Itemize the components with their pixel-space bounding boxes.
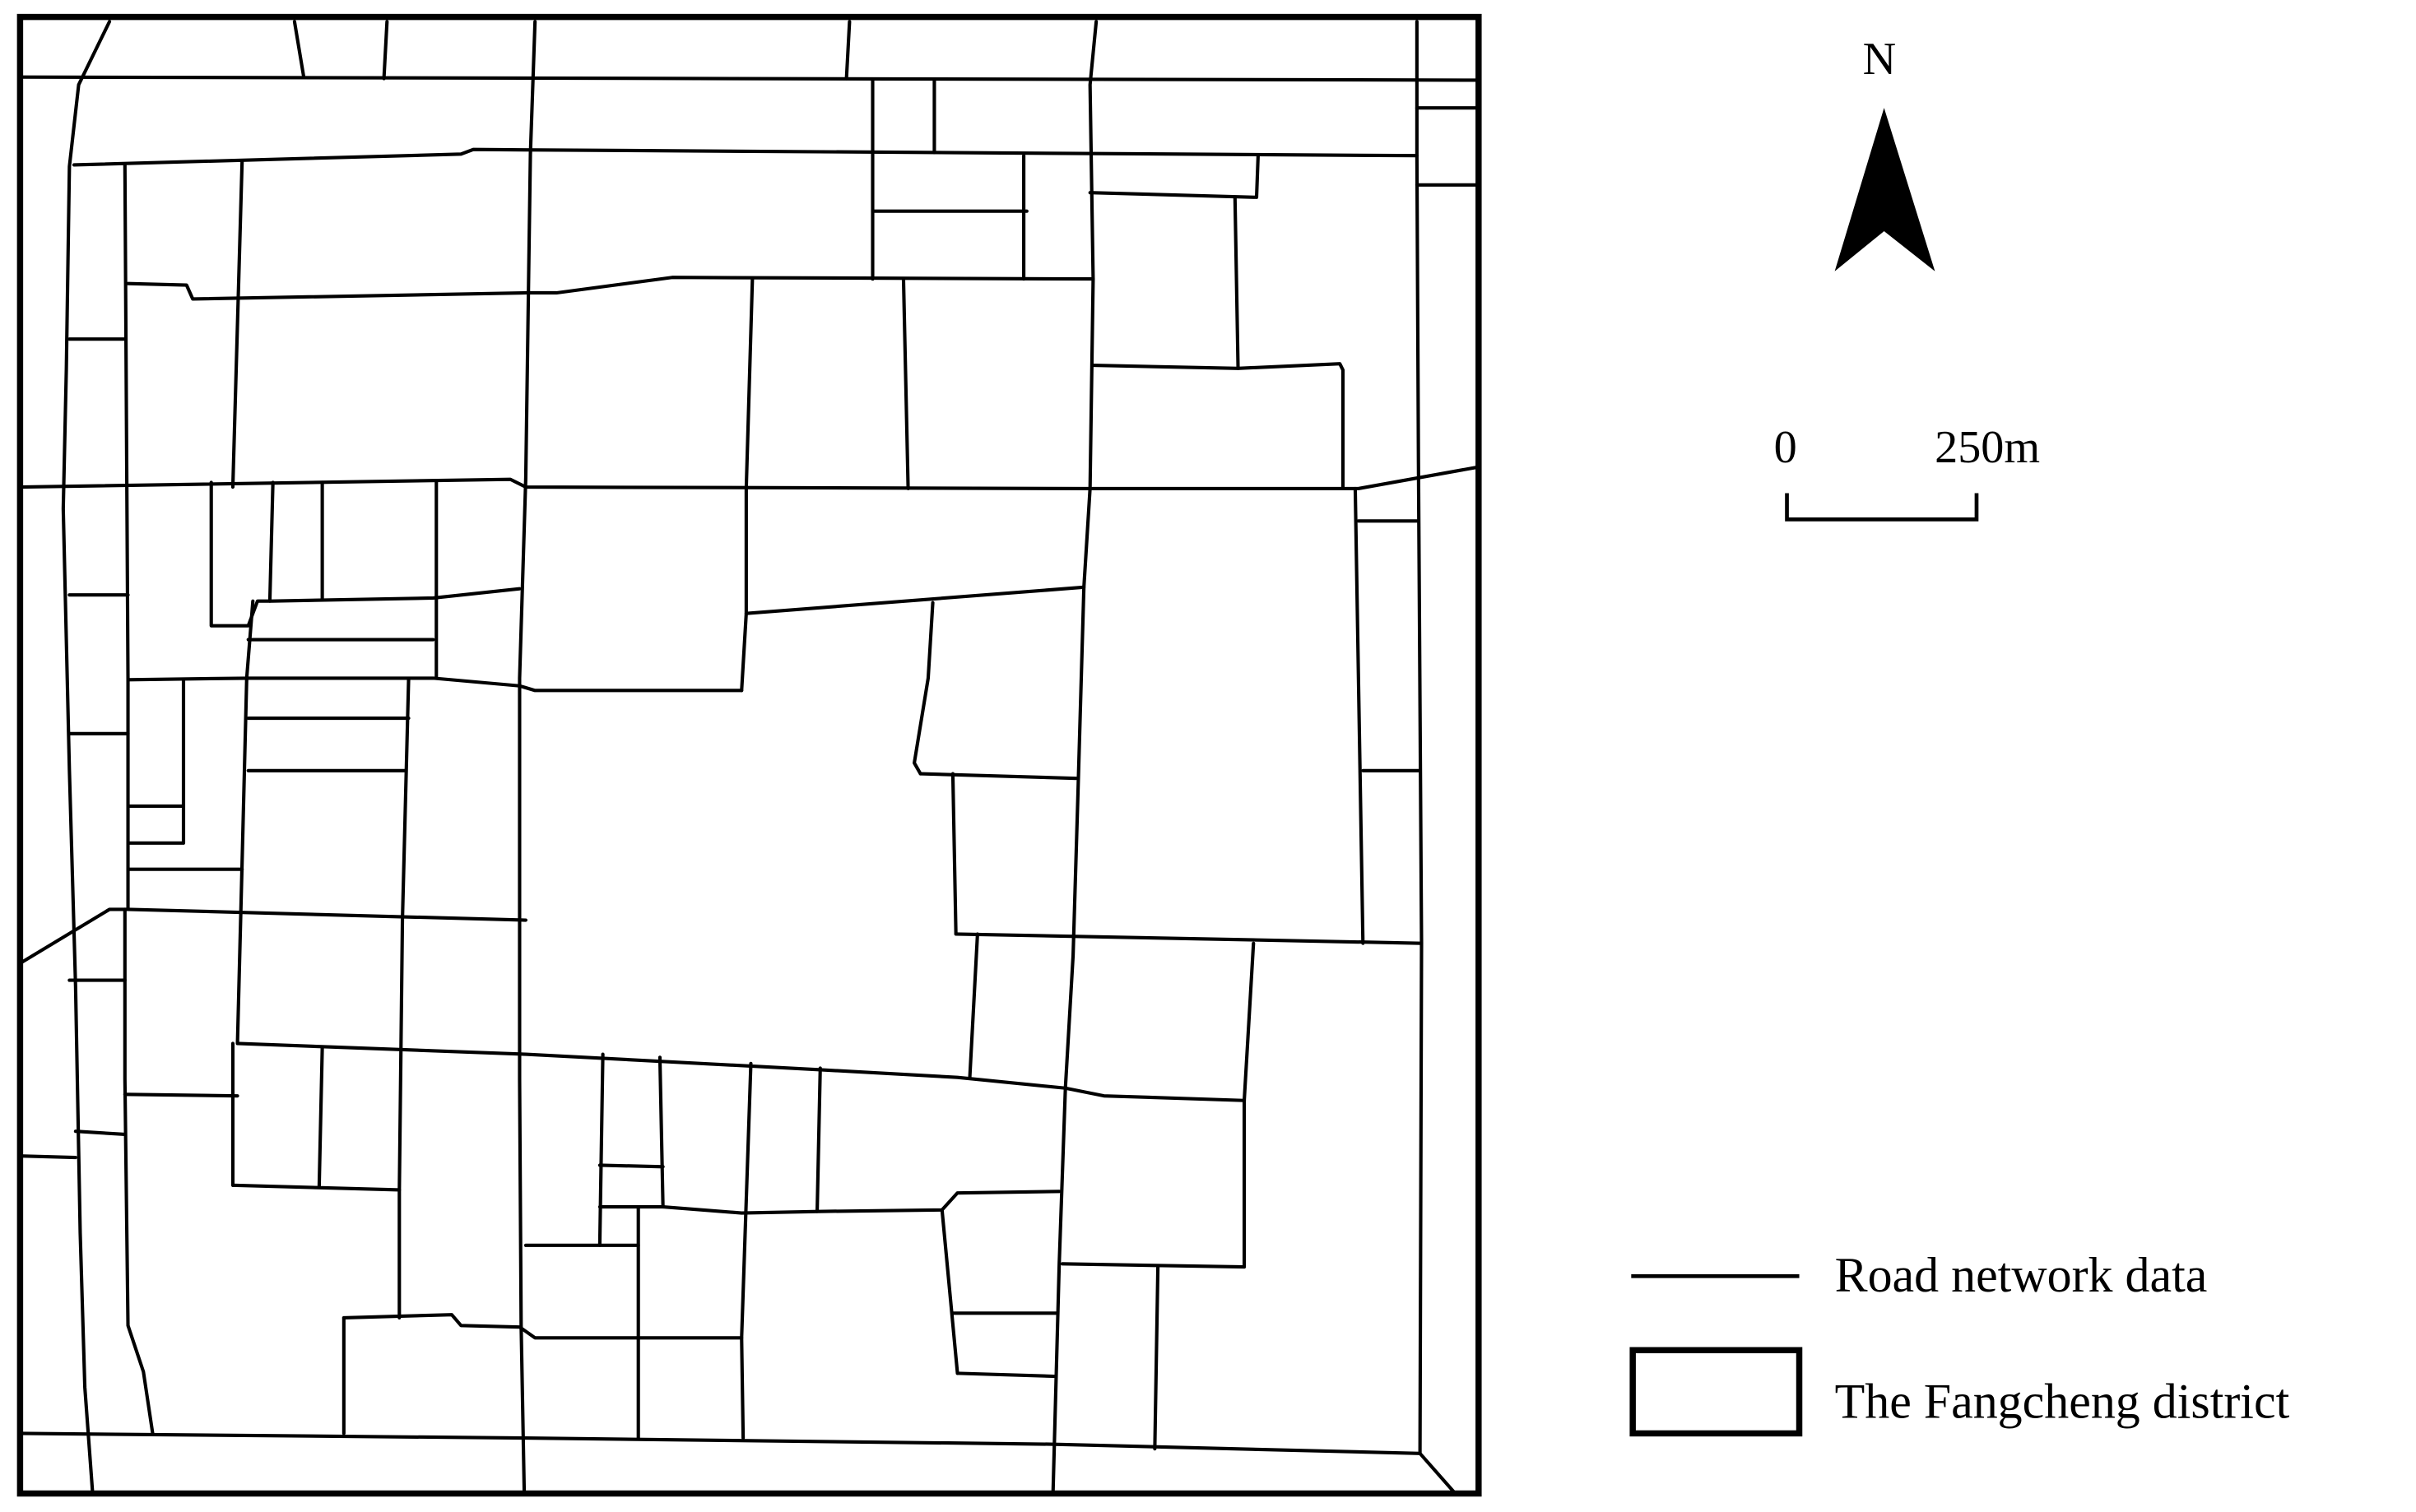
road-segment [950, 772, 958, 936]
road-segment [18, 1154, 77, 1160]
north-arrow[interactable]: N [1834, 34, 1935, 271]
road-segment [657, 1055, 665, 1209]
north-arrow-icon [1834, 108, 1935, 271]
road-segment [292, 20, 306, 79]
road-segment [18, 1431, 1422, 1455]
road-segment [918, 772, 1078, 781]
road-segment [123, 1092, 239, 1098]
road-segment [341, 1313, 744, 1340]
road-segment [126, 678, 186, 845]
legend-road-label: Road network data [1835, 1248, 2208, 1302]
road-segment [913, 601, 935, 776]
road-segment [901, 277, 910, 490]
legend-district-symbol [1629, 1347, 1803, 1437]
road-segment [1415, 20, 1456, 1494]
road-segment [815, 1066, 822, 1213]
fangcheng-district-boundary [16, 13, 1482, 1497]
road-segment [267, 480, 275, 603]
road-segment [18, 75, 1480, 82]
road-segment [1060, 1262, 1247, 1269]
road-segment [72, 147, 1419, 167]
road-segment [1242, 941, 1256, 1269]
road-segment [235, 599, 255, 1046]
road-segment [597, 1052, 605, 1247]
road-segment [73, 1129, 127, 1137]
legend: Road network data The Fangcheng district [1629, 1248, 2290, 1437]
road-segment [1091, 362, 1345, 490]
road-segment [844, 20, 852, 81]
road-segment [126, 276, 1095, 301]
legend-district-label: The Fangcheng district [1835, 1375, 2290, 1429]
road-segment [954, 932, 1424, 945]
road-segment [1353, 486, 1365, 945]
road-segment [1153, 1265, 1160, 1451]
road-segment [968, 932, 979, 1079]
scale-bar: 0 250m [1774, 422, 2040, 522]
road-segment [123, 907, 155, 1435]
road-segment [740, 277, 755, 693]
scale-bar-line [1785, 493, 1979, 522]
road-segment [518, 20, 537, 1494]
road-segment [230, 1183, 402, 1192]
road-segment [940, 1208, 959, 1375]
road-segment [397, 678, 411, 1320]
scale-zero-label: 0 [1774, 422, 1797, 473]
road-segment [18, 907, 527, 966]
road-segment [126, 676, 744, 693]
road-segment [1088, 154, 1260, 199]
road-segment [209, 480, 522, 628]
road-segment [317, 1046, 324, 1189]
road-segment [61, 20, 112, 1494]
road-segment [740, 1061, 753, 1440]
road-segment [18, 465, 1480, 490]
road-segment [744, 585, 1086, 615]
road-segment [123, 163, 130, 911]
road-segment [1233, 195, 1240, 370]
road-segment [597, 1163, 665, 1169]
road-segment [235, 1041, 1247, 1102]
road-segment [955, 1371, 1058, 1379]
scale-distance-label: 250m [1935, 422, 2040, 473]
road-network [18, 20, 1480, 1494]
north-label: N [1863, 34, 1897, 85]
road-segment [382, 20, 389, 81]
road-segment [1051, 20, 1099, 1494]
road-segment [230, 160, 244, 489]
